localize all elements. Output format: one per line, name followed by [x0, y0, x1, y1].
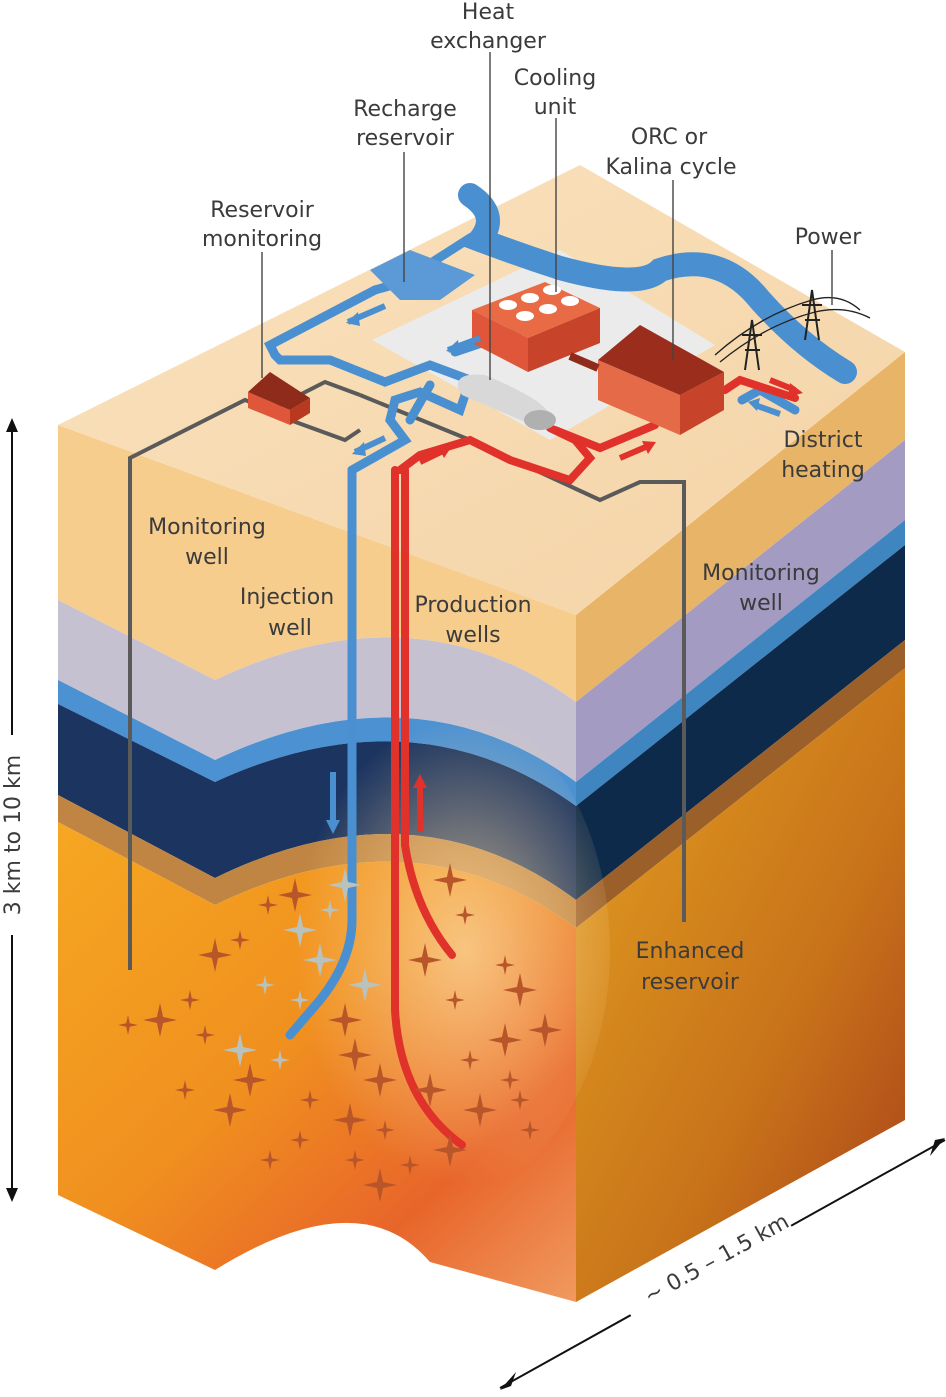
orc-kalina-building — [568, 325, 724, 435]
label-power: Power — [795, 225, 862, 250]
fracture-mark — [445, 990, 465, 1010]
label-heat-exchanger-2: exchanger — [430, 29, 547, 54]
fracture-mark — [363, 1063, 397, 1097]
label-orc-kalina-2: Kalina cycle — [605, 155, 736, 180]
label-production-wells-2: wells — [445, 623, 500, 648]
fracture-mark — [328, 1003, 362, 1037]
label-orc-kalina-1: ORC or — [631, 125, 708, 150]
fracture-mark — [488, 1023, 522, 1057]
fracture-mark — [175, 1080, 195, 1100]
fracture-mark — [180, 990, 200, 1010]
label-district-heating-1: District — [783, 428, 862, 453]
label-monitoring-well-right-2: well — [739, 591, 783, 616]
label-district-heating-2: heating — [781, 458, 865, 483]
fracture-mark — [278, 878, 312, 912]
label-enhanced-reservoir-1: Enhanced — [636, 939, 745, 964]
fracture-mark — [303, 943, 337, 977]
fracture-mark — [413, 1073, 447, 1107]
fracture-mark — [290, 990, 310, 1010]
label-production-wells-1: Production — [414, 593, 531, 618]
fracture-mark — [500, 1070, 520, 1090]
fracture-mark — [195, 1025, 215, 1045]
fracture-mark — [290, 1130, 310, 1150]
fracture-mark — [143, 1003, 177, 1037]
fracture-mark — [260, 1150, 280, 1170]
fracture-mark — [495, 955, 515, 975]
fracture-mark — [510, 1090, 530, 1110]
label-monitoring-well-right-1: Monitoring — [702, 561, 820, 586]
cooling-unit-building — [472, 282, 600, 372]
label-reservoir-monitoring-2: monitoring — [202, 227, 322, 252]
fracture-mark — [320, 900, 340, 920]
fracture-mark — [258, 895, 278, 915]
fracture-mark — [348, 968, 382, 1002]
fracture-mark — [433, 863, 467, 897]
fracture-mark — [198, 938, 232, 972]
fracture-mark — [460, 1050, 480, 1070]
fracture-mark — [408, 943, 442, 977]
label-monitoring-well-left-2: well — [185, 545, 229, 570]
depth-scale-label: 3 km to 10 km — [1, 755, 26, 915]
fracture-mark — [433, 1133, 467, 1167]
fracture-mark — [233, 1063, 267, 1097]
fracture-network — [118, 863, 562, 1202]
label-cooling-unit-2: unit — [534, 95, 577, 120]
production-well-pipes — [391, 375, 799, 1149]
fracture-mark — [270, 1050, 290, 1070]
fracture-mark — [255, 975, 275, 995]
fracture-mark — [400, 1155, 420, 1175]
label-monitoring-well-left-1: Monitoring — [148, 515, 266, 540]
label-reservoir-monitoring-1: Reservoir — [210, 198, 314, 223]
label-recharge-reservoir-1: Recharge — [353, 97, 457, 122]
fracture-mark — [363, 1168, 397, 1202]
leader-lines — [261, 52, 833, 380]
recharge-reservoir-pond — [370, 250, 475, 300]
surface-flow-arrows — [346, 303, 803, 465]
fracture-mark — [333, 1103, 367, 1137]
fracture-mark — [455, 905, 475, 925]
fracture-mark — [520, 1120, 540, 1140]
reservoir-monitoring-building — [248, 372, 310, 425]
power-pylons — [714, 289, 871, 371]
fracture-mark — [528, 1013, 562, 1047]
fracture-mark — [375, 1120, 395, 1140]
label-recharge-reservoir-2: reservoir — [356, 126, 455, 151]
fracture-mark — [118, 1015, 138, 1035]
fracture-mark — [328, 868, 362, 902]
fracture-mark — [283, 913, 317, 947]
depth-scale: 3 km to 10 km — [1, 418, 26, 1202]
heat-exchanger-cylinder — [457, 374, 556, 430]
downhole-flow-arrows — [326, 772, 427, 834]
labels: Heat exchanger Cooling unit Recharge res… — [148, 0, 865, 995]
label-injection-well-1: Injection — [240, 585, 334, 610]
fracture-mark — [230, 930, 250, 950]
block-side-face — [576, 352, 905, 1302]
fracture-mark — [213, 1093, 247, 1127]
fracture-mark — [503, 973, 537, 1007]
label-cooling-unit-1: Cooling — [514, 66, 596, 91]
label-injection-well-2: well — [268, 616, 312, 641]
fracture-mark — [338, 1038, 372, 1072]
fracture-mark — [300, 1090, 320, 1110]
fracture-mark — [345, 1150, 365, 1170]
label-heat-exchanger-1: Heat — [462, 0, 515, 25]
fracture-mark — [223, 1033, 257, 1067]
label-enhanced-reservoir-2: reservoir — [641, 970, 740, 995]
fracture-mark — [463, 1093, 497, 1127]
